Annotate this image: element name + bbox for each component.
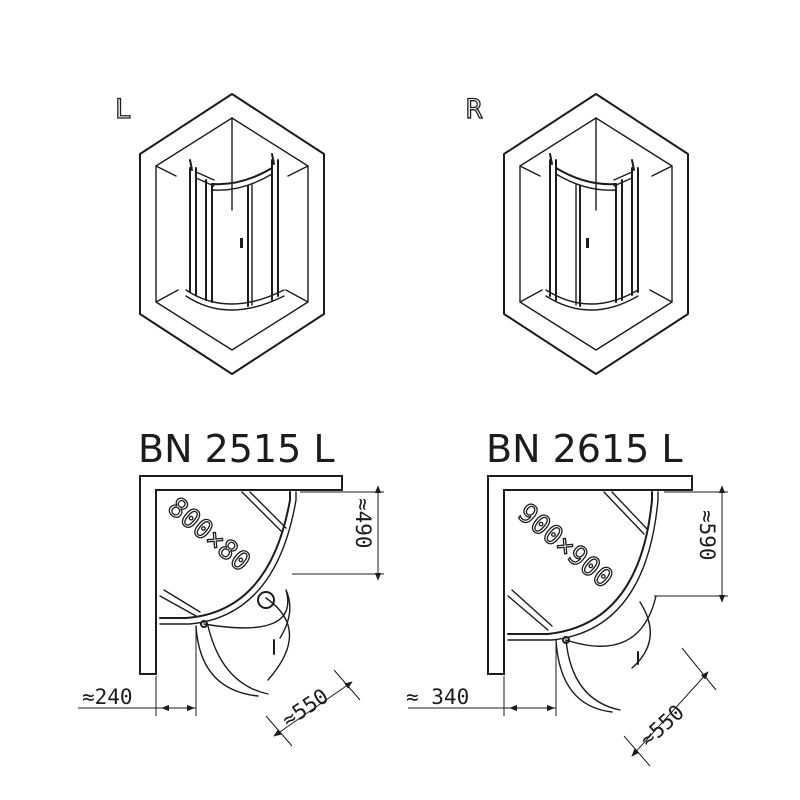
model-title-left: BN 2515 L <box>138 427 335 471</box>
side-letter-right: R <box>466 94 483 125</box>
plan-view-left: BN 2515 L 800×80 ≈490 ≈240 <box>78 427 384 747</box>
offset-label-right: ≈ 340 <box>406 685 469 709</box>
door-label-left: ≈550 <box>277 684 332 732</box>
depth-label-right: ≈590 <box>695 510 719 561</box>
door-label-right: ≈550 <box>635 700 689 752</box>
depth-label-left: ≈490 <box>351 498 375 549</box>
iso-view-right: R <box>465 93 689 375</box>
plan-view-right: BN 2615 L 900×900 ≈590 ≈ 340 ≈550 <box>406 427 728 767</box>
iso-view-left: L <box>114 93 325 375</box>
size-label-right: 900×900 <box>512 498 619 595</box>
offset-label-left: ≈240 <box>82 685 133 709</box>
size-label-left: 800×80 <box>162 492 257 578</box>
side-letter-left: L <box>115 94 131 125</box>
model-title-right: BN 2615 L <box>486 427 683 471</box>
enclosure-right <box>545 153 639 311</box>
enclosure-left <box>185 153 285 311</box>
